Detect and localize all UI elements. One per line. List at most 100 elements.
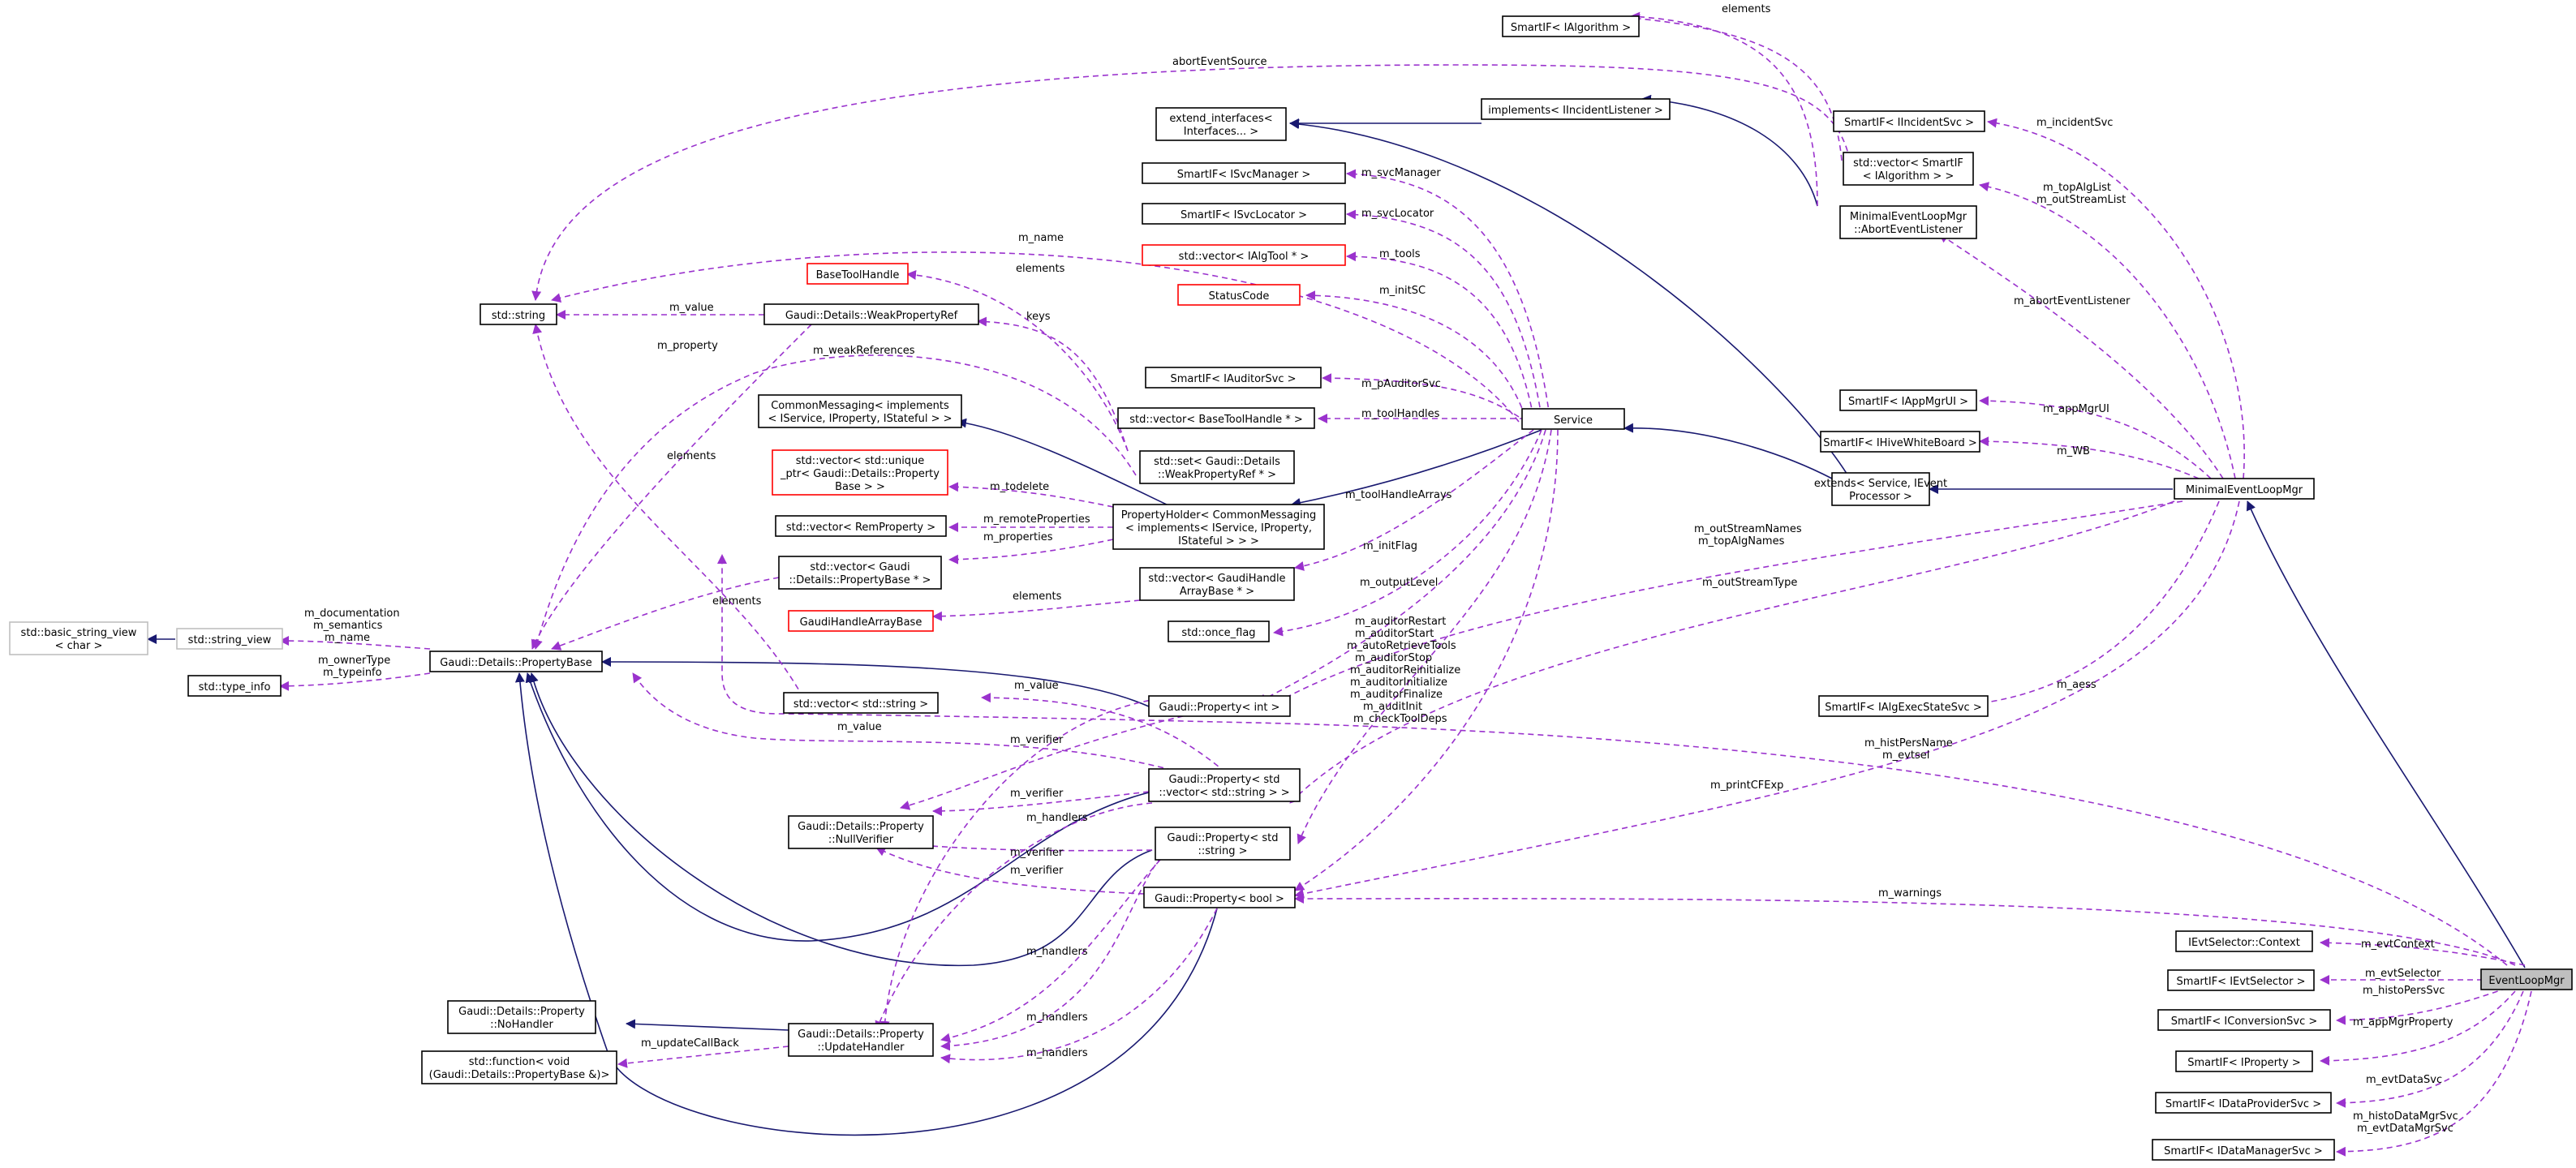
node-vector-propertybase[interactable]: std::vector< Gaudi ::Details::PropertyBa… <box>778 556 942 590</box>
edge-elements-string <box>532 324 804 698</box>
edge-m-topalglist <box>1979 182 2236 479</box>
svg-text:::WeakPropertyRef * >: ::WeakPropertyRef * > <box>1158 469 1276 481</box>
node-minimal-event-loop-mgr[interactable]: MinimalEventLoopMgr <box>2174 478 2315 500</box>
node-smartif-ialgexecstatesvc[interactable]: SmartIF< IAlgExecStateSvc > <box>1818 695 1989 717</box>
node-no-handler[interactable]: Gaudi::Details::Property ::NoHandler <box>447 1000 596 1034</box>
edges <box>147 11 2532 1157</box>
svg-text:std::vector< IAlgTool * >: std::vector< IAlgTool * > <box>1179 251 1310 263</box>
edge-propertystring-propertybase <box>529 672 1153 967</box>
node-smartif-isvclocator[interactable]: SmartIF< ISvcLocator > <box>1142 203 1346 225</box>
node-smartif-iappmgrui[interactable]: SmartIF< IAppMgrUI > <box>1839 389 1977 411</box>
svg-text:std::function< void: std::function< void <box>469 1056 570 1068</box>
svg-text:(Gaudi::Details::PropertyBase: (Gaudi::Details::PropertyBase &)> <box>429 1069 610 1081</box>
svg-text:::string >: ::string > <box>1198 845 1247 857</box>
node-smartif-idataprovidersvc[interactable]: SmartIF< IDataProviderSvc > <box>2155 1092 2332 1114</box>
node-smartif-iincidentsvc[interactable]: SmartIF< IIncidentSvc > <box>1833 110 1985 132</box>
edge-elements-bth <box>906 270 1129 452</box>
svg-text:std::type_info: std::type_info <box>199 681 271 694</box>
node-smartif-isvcmanager[interactable]: SmartIF< ISvcManager > <box>1142 162 1346 184</box>
label-m-handlers-2: m_handlers <box>1026 946 1088 958</box>
node-set-weak-property-ref[interactable]: std::set< Gaudi::Details ::WeakPropertyR… <box>1139 450 1295 484</box>
node-vector-remproperty[interactable]: std::vector< RemProperty > <box>775 515 947 537</box>
node-basic-string-view[interactable]: std::basic_string_view < char > <box>9 621 148 655</box>
edge-m-outstreamtype <box>1289 500 2175 804</box>
node-vector-std-string[interactable]: std::vector< std::string > <box>783 692 939 714</box>
node-weak-property-ref[interactable]: Gaudi::Details::WeakPropertyRef <box>763 303 979 325</box>
node-smartif-idatamanagersvc[interactable]: SmartIF< IDataManagerSvc > <box>2152 1139 2335 1161</box>
svg-text:Interfaces... >: Interfaces... > <box>1184 126 1258 138</box>
node-property-holder[interactable]: PropertyHolder< CommonMessaging < implem… <box>1112 504 1325 550</box>
node-vector-basetoolhandle[interactable]: std::vector< BaseToolHandle * > <box>1117 407 1315 429</box>
node-property-bool[interactable]: Gaudi::Property< bool > <box>1143 887 1296 908</box>
svg-text:std::vector< RemProperty >: std::vector< RemProperty > <box>786 522 935 534</box>
edge-m-evtdatasvc <box>2336 990 2524 1108</box>
node-smartif-iauditorsvc[interactable]: SmartIF< IAuditorSvc > <box>1145 367 1322 389</box>
label-aborteventsource: abortEventSource <box>1172 56 1267 68</box>
node-property-string[interactable]: Gaudi::Property< std ::string > <box>1155 827 1291 861</box>
node-ievtselector-context[interactable]: IEvtSelector::Context <box>2175 930 2313 952</box>
svg-text:extend_interfaces<: extend_interfaces< <box>1169 113 1272 125</box>
label-elements-bth: elements <box>1016 263 1065 275</box>
node-vector-ialgtool[interactable]: std::vector< IAlgTool * > <box>1142 244 1346 266</box>
edge-m-value-vsv <box>632 672 1202 779</box>
label-m-evtselector: m_evtSelector <box>2365 968 2441 980</box>
node-smartif-ievtselector[interactable]: SmartIF< IEvtSelector > <box>2167 969 2315 991</box>
edge-m-name <box>551 251 1520 423</box>
node-type-info[interactable]: std::type_info <box>187 675 282 697</box>
label-m-handlers-4: m_handlers <box>1026 1047 1088 1059</box>
svg-text:StatusCode: StatusCode <box>1209 290 1270 303</box>
node-service[interactable]: Service <box>1521 408 1625 430</box>
node-vector-unique-ptr[interactable]: std::vector< std::unique _ptr< Gaudi::De… <box>772 449 948 496</box>
node-std-string[interactable]: std::string <box>480 303 557 325</box>
label-m-auditors-4: m_auditorStop <box>1355 652 1432 664</box>
node-string-view[interactable]: std::string_view <box>176 628 283 650</box>
node-std-function[interactable]: std::function< void (Gaudi::Details::Pro… <box>421 1050 617 1084</box>
edge-m-weakreferences <box>533 354 1137 650</box>
node-property-int[interactable]: Gaudi::Property< int > <box>1148 695 1291 717</box>
label-m-handlers-3: m_handlers <box>1026 1011 1088 1024</box>
svg-text:PropertyHolder< CommonMessagin: PropertyHolder< CommonMessaging <box>1121 509 1317 522</box>
edge-m-aborteventlistener <box>1938 233 2224 479</box>
label-m-histpersname-2: m_evtsel <box>1882 749 1929 762</box>
edge-m-aess <box>1955 500 2220 711</box>
node-vector-gaudihandlearraybase[interactable]: std::vector< GaudiHandle ArrayBase * > <box>1139 567 1295 601</box>
svg-text:Gaudi::Details::PropertyBase: Gaudi::Details::PropertyBase <box>440 657 591 669</box>
label-m-svcmanager: m_svcManager <box>1361 167 1441 179</box>
node-extends-service[interactable]: extends< Service, IEvent Processor > <box>1814 472 1947 506</box>
edge-updatehandler-nohandler <box>626 1019 789 1031</box>
label-m-auditors-1: m_auditorRestart <box>1355 616 1446 628</box>
edge-abortevent-source <box>531 64 1851 301</box>
label-m-outstreamnames-1: m_outStreamNames <box>1694 523 1802 535</box>
node-status-code[interactable]: StatusCode <box>1177 284 1301 306</box>
node-base-tool-handle[interactable]: BaseToolHandle <box>806 263 909 285</box>
svg-text:< IService, IProperty, IStatef: < IService, IProperty, IStateful > > <box>768 413 953 425</box>
edge-m-wb <box>1979 436 2200 479</box>
node-common-messaging[interactable]: CommonMessaging< implements < IService, … <box>758 394 962 428</box>
node-smartif-ihivewhiteboard[interactable]: SmartIF< IHiveWhiteBoard > <box>1820 431 1980 453</box>
nodes: EventLoopMgr IEvtSelector::Context Smart… <box>9 15 2573 1161</box>
node-extend-interfaces[interactable]: extend_interfaces< Interfaces... > <box>1155 107 1287 141</box>
node-property-vector-string[interactable]: Gaudi::Property< std ::vector< std::stri… <box>1148 768 1301 802</box>
node-std-once-flag[interactable]: std::once_flag <box>1168 620 1270 642</box>
node-update-handler[interactable]: Gaudi::Details::Property ::UpdateHandler <box>788 1023 934 1057</box>
node-implements-iincident[interactable]: implements< IIncidentListener > <box>1481 98 1671 120</box>
svg-text:< IAlgorithm > >: < IAlgorithm > > <box>1863 170 1955 182</box>
svg-text:implements< IIncidentListener: implements< IIncidentListener > <box>1488 105 1663 117</box>
node-smartif-ialgorithm[interactable]: SmartIF< IAlgorithm > <box>1502 15 1640 37</box>
svg-text:SmartIF< IIncidentSvc >: SmartIF< IIncidentSvc > <box>1844 117 1974 129</box>
node-property-base[interactable]: Gaudi::Details::PropertyBase <box>429 651 603 672</box>
label-m-toolhandles: m_toolHandles <box>1361 408 1440 420</box>
label-m-auditors-5: m_auditorReinitialize <box>1350 664 1460 676</box>
node-gaudi-handle-array-base[interactable]: GaudiHandleArrayBase <box>788 610 934 632</box>
node-event-loop-mgr[interactable]: EventLoopMgr <box>2480 968 2573 990</box>
node-smartif-iconversionsvc[interactable]: SmartIF< IConversionSvc > <box>2157 1009 2331 1031</box>
node-smartif-iproperty[interactable]: SmartIF< IProperty > <box>2175 1050 2313 1072</box>
svg-text:Gaudi::Details::Property: Gaudi::Details::Property <box>798 1028 924 1041</box>
node-null-verifier[interactable]: Gaudi::Details::Property ::NullVerifier <box>788 815 934 849</box>
label-m-appmgrui: m_appMgrUI <box>2043 403 2109 415</box>
label-m-topalglist-2: m_outStreamList <box>2036 194 2126 206</box>
node-vector-smartif-ialgorithm[interactable]: std::vector< SmartIF < IAlgorithm > > <box>1843 152 1974 186</box>
node-abort-event-listener[interactable]: MinimalEventLoopMgr ::AbortEventListener <box>1839 205 1977 239</box>
svg-text:::AbortEventListener: ::AbortEventListener <box>1854 224 1963 236</box>
label-m-remoteproperties: m_remoteProperties <box>983 513 1090 526</box>
